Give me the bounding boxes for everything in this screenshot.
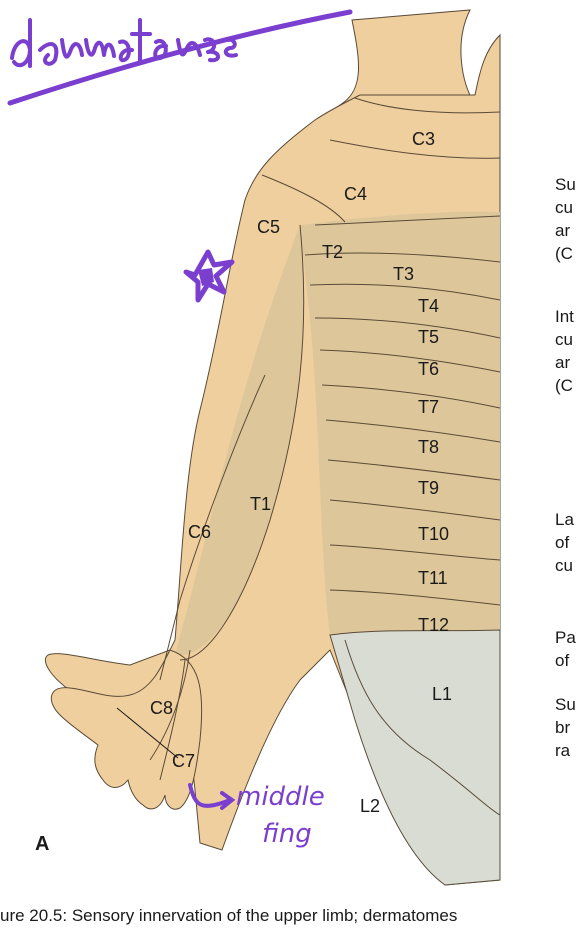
label-t7: T7 [418, 397, 439, 417]
label-c4: C4 [344, 184, 367, 204]
svg-text:ar: ar [555, 221, 570, 240]
dermatome-labels: C3 C4 C5 T2 T3 T4 T5 T6 T7 T8 T9 T10 T11… [116, 129, 452, 816]
label-c5: C5 [257, 217, 280, 237]
svg-text:Su: Su [555, 175, 576, 194]
label-t8: T8 [418, 437, 439, 457]
figure-caption: ure 20.5: Sensory innervation of the upp… [0, 906, 457, 925]
side-annotations: Su cu ar (C Int cu ar (C La of cu Pa of … [555, 175, 576, 760]
svg-text:Su: Su [555, 695, 576, 714]
handwritten-underline [7, 9, 353, 106]
svg-text:ra: ra [555, 741, 571, 760]
svg-text:Int: Int [555, 307, 574, 326]
svg-text:br: br [555, 718, 570, 737]
body-illustration [44, 9, 501, 886]
handwritten-annotations: middle fing [7, 9, 353, 849]
svg-text:cu: cu [555, 198, 573, 217]
label-t2: T2 [322, 242, 343, 262]
label-t6: T6 [418, 359, 439, 379]
handwritten-note-line1: middle [236, 782, 325, 812]
star-doodle [183, 249, 235, 303]
svg-text:cu: cu [555, 556, 573, 575]
svg-text:(C: (C [555, 376, 573, 395]
label-t9: T9 [418, 478, 439, 498]
label-l1: L1 [432, 684, 452, 704]
label-c6: C6 [188, 522, 211, 542]
label-c3: C3 [412, 129, 435, 149]
svg-text:of: of [555, 651, 569, 670]
svg-text:cu: cu [555, 330, 573, 349]
handwritten-title [10, 18, 238, 68]
star-doodle-fill [198, 268, 214, 286]
label-t10: T10 [418, 524, 449, 544]
svg-text:(C: (C [555, 244, 573, 263]
svg-text:of: of [555, 533, 569, 552]
label-t5: T5 [418, 327, 439, 347]
label-t11: T11 [418, 568, 448, 588]
svg-text:ar: ar [555, 353, 570, 372]
label-t4: T4 [418, 296, 439, 316]
label-c8: C8 [150, 698, 173, 718]
label-t3: T3 [393, 264, 414, 284]
arrow-doodle [188, 783, 236, 810]
svg-text:La: La [555, 510, 574, 529]
handwritten-note-line2: fing [262, 819, 312, 849]
label-l2: L2 [360, 796, 380, 816]
label-c7: C7 [172, 751, 195, 771]
c7-leader-line [116, 707, 179, 759]
label-t1: T1 [250, 494, 271, 514]
panel-label: A [35, 833, 49, 855]
label-t12: T12 [418, 615, 449, 635]
svg-text:Pa: Pa [555, 628, 576, 647]
